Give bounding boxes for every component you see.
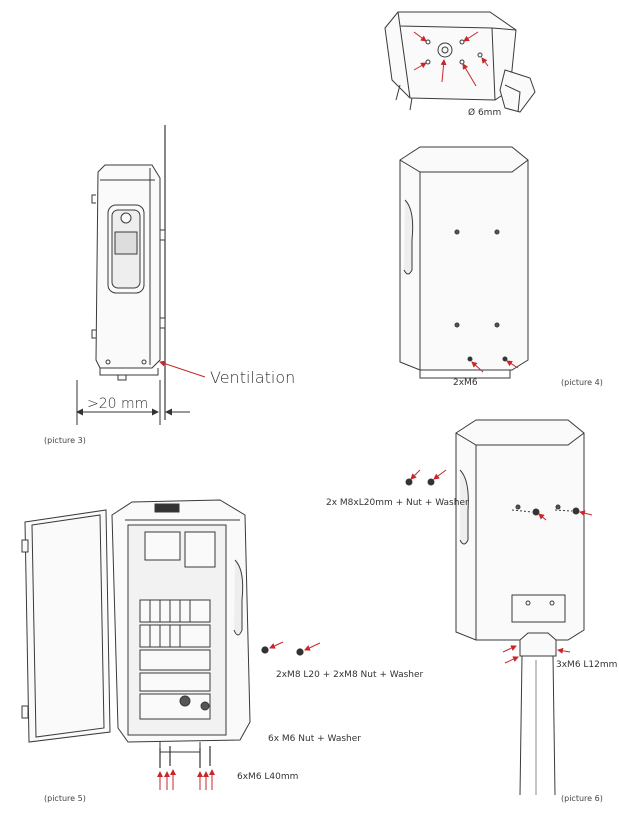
picture5-arrows (157, 641, 321, 790)
ventilation-arrow (159, 360, 206, 378)
picture3-drawing (91, 125, 166, 420)
picture4-arrows (471, 360, 519, 373)
hole-diameter-label: Ø 6mm (468, 108, 502, 118)
ventilation-label: Ventilation (210, 368, 296, 387)
picture5-bolt-label: 2xM8 L20 + 2xM8 Nut + Washer (276, 670, 424, 680)
picture3-caption: (picture 3) (44, 436, 86, 445)
picture4-screw-label: 2xM6 (453, 378, 478, 388)
picture5-drawing (21, 499, 251, 753)
picture6-bolt-label: 2x M8xL20mm + Nut + Washer (326, 498, 469, 508)
clearance-dimension (76, 380, 190, 425)
picture5-screw-label: 6xM6 L40mm (237, 772, 299, 782)
picture4-caption: (picture 4) (561, 378, 603, 387)
picture4-drawing (399, 146, 529, 379)
mounting-plate-drawing (384, 11, 536, 113)
picture5-nut-label: 6x M6 Nut + Washer (268, 734, 361, 744)
picture6-screw-label: 3xM6 L12mm (556, 660, 618, 670)
clearance-label: >20 mm (87, 396, 149, 412)
picture5-screws (159, 646, 304, 768)
picture6-arrows (410, 469, 593, 664)
mounting-plate-arrows (413, 31, 489, 87)
picture6-caption: (picture 6) (561, 794, 603, 803)
picture6-drawing (405, 419, 585, 796)
picture5-caption: (picture 5) (44, 794, 86, 803)
